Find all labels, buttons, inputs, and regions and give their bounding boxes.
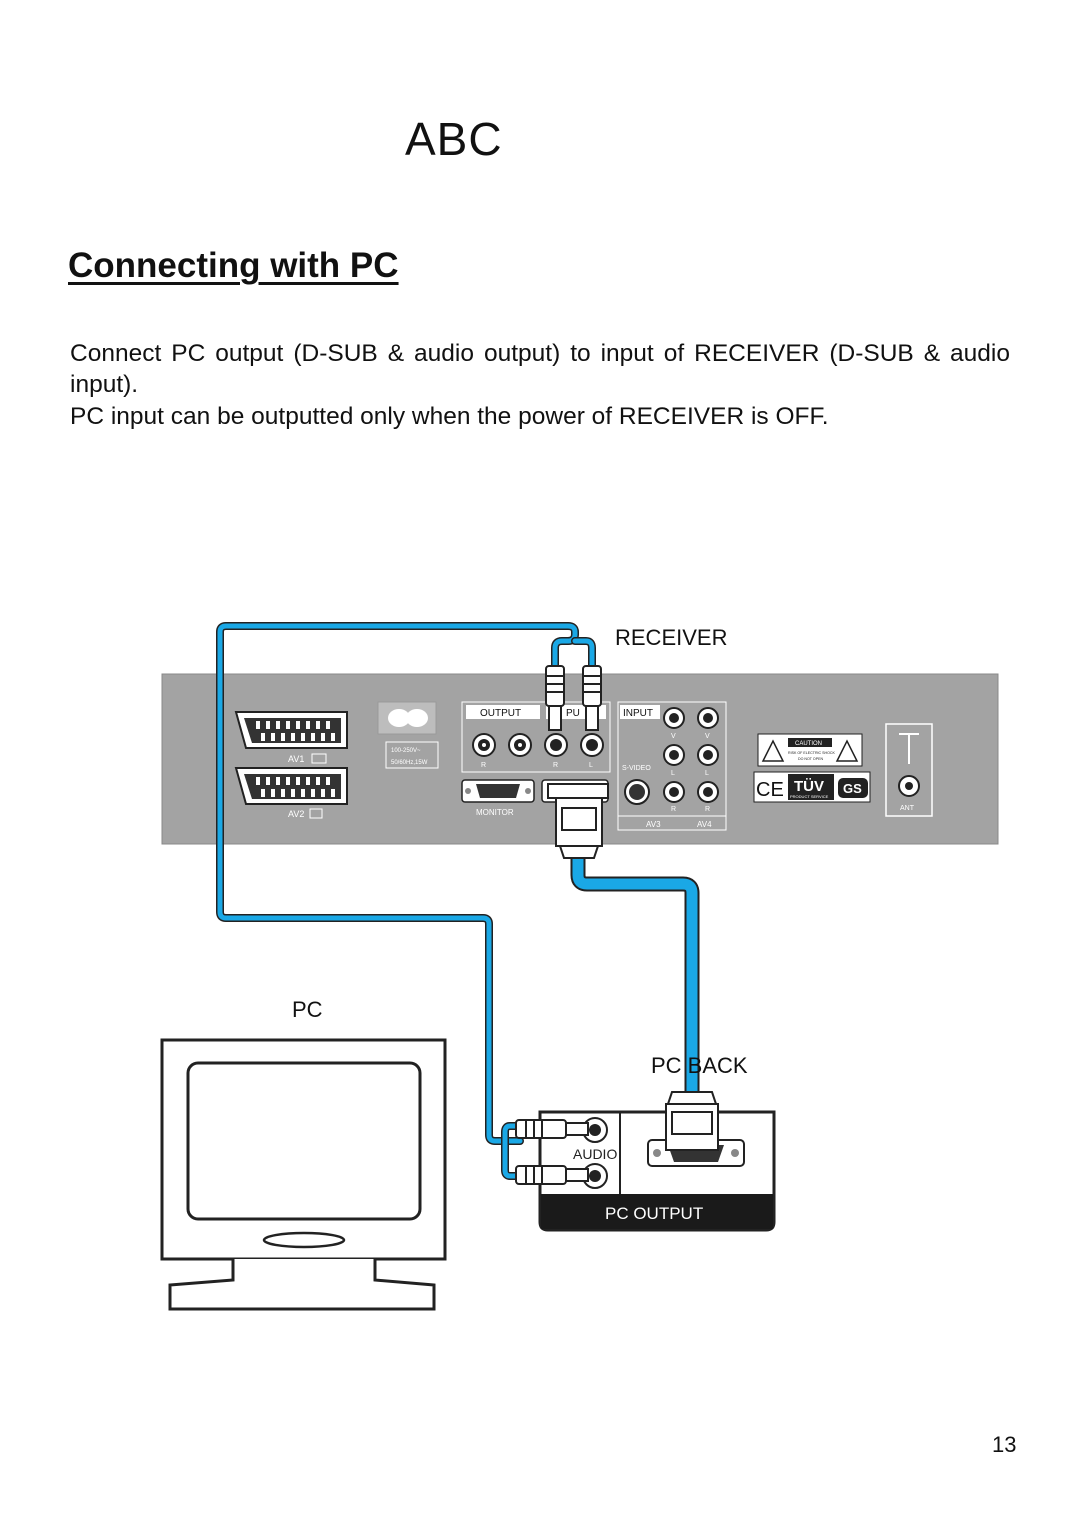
pc-output-label: PC OUTPUT — [605, 1204, 703, 1223]
input-av-jacks — [663, 707, 719, 803]
caution-note-1: RISK OF ELECTRIC SHOCK — [788, 751, 836, 755]
certification-marks: CE TÜV PRODUCT SERVICE GS — [753, 771, 871, 803]
av2-label: AV2 — [288, 809, 304, 819]
av3-label: AV3 — [646, 820, 661, 829]
input-label: INPUT — [623, 708, 653, 719]
gs-mark: GS — [843, 781, 862, 796]
antenna-port — [885, 723, 933, 817]
page-number: 13 — [992, 1432, 1017, 1457]
power-rating-voltage: 100-250V~ — [391, 748, 421, 754]
input-label-partial: PU — [566, 708, 580, 719]
av4-label: AV4 — [697, 820, 712, 829]
output-r-label: R — [481, 762, 486, 769]
caution-text: CAUTION — [795, 741, 822, 747]
receiver-back-panel: AV1 AV2 100-250V~ 50/60Hz,15W OUTPUT PU — [161, 673, 999, 845]
section-title: Connecting with PC — [68, 246, 399, 285]
power-rating-frequency: 50/60Hz,15W — [391, 760, 428, 766]
ce-mark: CE — [756, 779, 784, 801]
ant-label: ANT — [900, 805, 915, 812]
receiver-label: RECEIVER — [615, 625, 727, 650]
monitor-vga-port — [461, 779, 535, 803]
power-socket — [377, 701, 437, 735]
input-r-label: R — [553, 762, 558, 769]
product-service-text: PRODUCT SERVICE — [790, 794, 829, 799]
pc-label: PC — [292, 997, 323, 1022]
av3-l-label: L — [671, 770, 675, 777]
av3-r-label: R — [671, 806, 676, 813]
scart-av2-port — [234, 767, 348, 805]
caution-note-2: DO NOT OPEN — [798, 757, 823, 761]
audio-cable — [216, 622, 596, 1180]
pc-monitor — [160, 1038, 447, 1311]
input-l-label: L — [589, 762, 593, 769]
av1-label: AV1 — [288, 754, 304, 764]
instruction-paragraph: Connect PC output (D-SUB & audio output)… — [70, 340, 1010, 398]
scart-av1-port — [234, 711, 348, 749]
av4-r-label: R — [705, 806, 710, 813]
output-label: OUTPUT — [480, 708, 521, 719]
audio-label: AUDIO — [573, 1146, 617, 1162]
note-paragraph: PC input can be outputted only when the … — [70, 403, 829, 430]
av4-l-label: L — [705, 770, 709, 777]
brand-logo: ABC — [405, 113, 503, 165]
monitor-label: MONITOR — [476, 808, 514, 817]
output-rca-jacks — [472, 733, 604, 757]
vga-plug-pc — [665, 1091, 719, 1151]
av3-v-label: V — [671, 733, 676, 740]
caution-label: CAUTION RISK OF ELECTRIC SHOCK DO NOT OP… — [757, 733, 863, 767]
s-video-port — [624, 779, 650, 805]
s-video-label: S-VIDEO — [622, 765, 651, 772]
av4-v-label: V — [705, 733, 710, 740]
rca-plugs-pc — [515, 1119, 589, 1185]
vga-cable — [570, 850, 700, 1100]
vga-plug-receiver — [547, 783, 609, 859]
rca-plugs-receiver — [545, 665, 602, 731]
tuv-mark: TÜV — [794, 778, 824, 795]
pc-back-label: PC BACK — [651, 1053, 748, 1078]
